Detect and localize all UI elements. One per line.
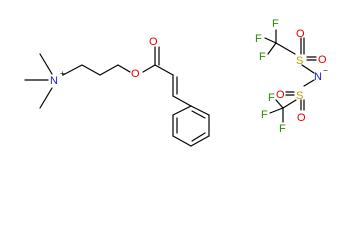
atom-label-o-ester: O [131, 68, 140, 80]
bond-c1-c2 [81, 64, 101, 76]
bond-cf3-top-f3 [267, 42, 277, 55]
ring-bond-4 [172, 135, 192, 147]
atom-label-f-bottom-2: F [261, 109, 268, 121]
bond-s2-cf3 [282, 99, 297, 109]
bond-cf3-bot-f1 [275, 99, 284, 109]
cinnamoyl-choline-cation: N + O O [24, 36, 210, 147]
atom-label-o-carbonyl: O [149, 36, 158, 48]
atom-label-s-bottom: S [296, 90, 303, 102]
atom-label-s-top: S [296, 55, 303, 67]
atom-label-n-anion: N [314, 71, 322, 83]
atom-label-f-bottom-3: F [279, 123, 286, 135]
bond-c2-c3 [99, 64, 119, 76]
atom-label-o-top-2: O [318, 54, 327, 66]
ring-inner-2 [191, 132, 206, 142]
atom-label-o-bottom-2: O [297, 112, 306, 124]
structure-canvas: N + O O F F F S O O [24, 18, 328, 147]
bond-n-methyl-bottom [39, 87, 53, 109]
charge-plus: + [60, 69, 65, 78]
bond-carbonyl-alkene [154, 64, 174, 76]
atom-label-f-bottom-1: F [268, 92, 275, 104]
atom-label-o-bottom-1: O [276, 89, 285, 101]
atom-label-n-cation: N [50, 75, 58, 87]
bond-s1-n [301, 64, 315, 74]
bond-c3-o [117, 64, 131, 73]
bond-n-s2 [303, 79, 315, 87]
bond-alkene-phenyl [172, 95, 192, 107]
bond-cf3-top-s [275, 42, 296, 55]
atom-label-f-top-2: F [255, 33, 262, 45]
atom-label-o-top-1: O [296, 28, 305, 40]
ring-bond-1 [190, 105, 210, 116]
ring-bond-6 [172, 105, 192, 116]
atom-label-f-top-1: F [272, 18, 279, 30]
bond-o-carbonyl [142, 64, 156, 73]
bond-n-c1 [62, 64, 83, 76]
atom-label-f-top-3: F [259, 51, 266, 63]
charge-minus: − [323, 66, 328, 75]
bond-n-methyl-top [39, 53, 53, 75]
benzene-ring [172, 105, 210, 147]
ring-bond-3 [190, 135, 210, 147]
chemical-structure: N + O O F F F S O O [24, 18, 328, 147]
ring-inner-1 [191, 110, 206, 119]
bond-cf3-bot-f2 [269, 107, 284, 114]
triflimide-anion: F F F S O O N − S O O F F F [255, 18, 328, 135]
bond-cf3-top-f2 [264, 37, 277, 44]
